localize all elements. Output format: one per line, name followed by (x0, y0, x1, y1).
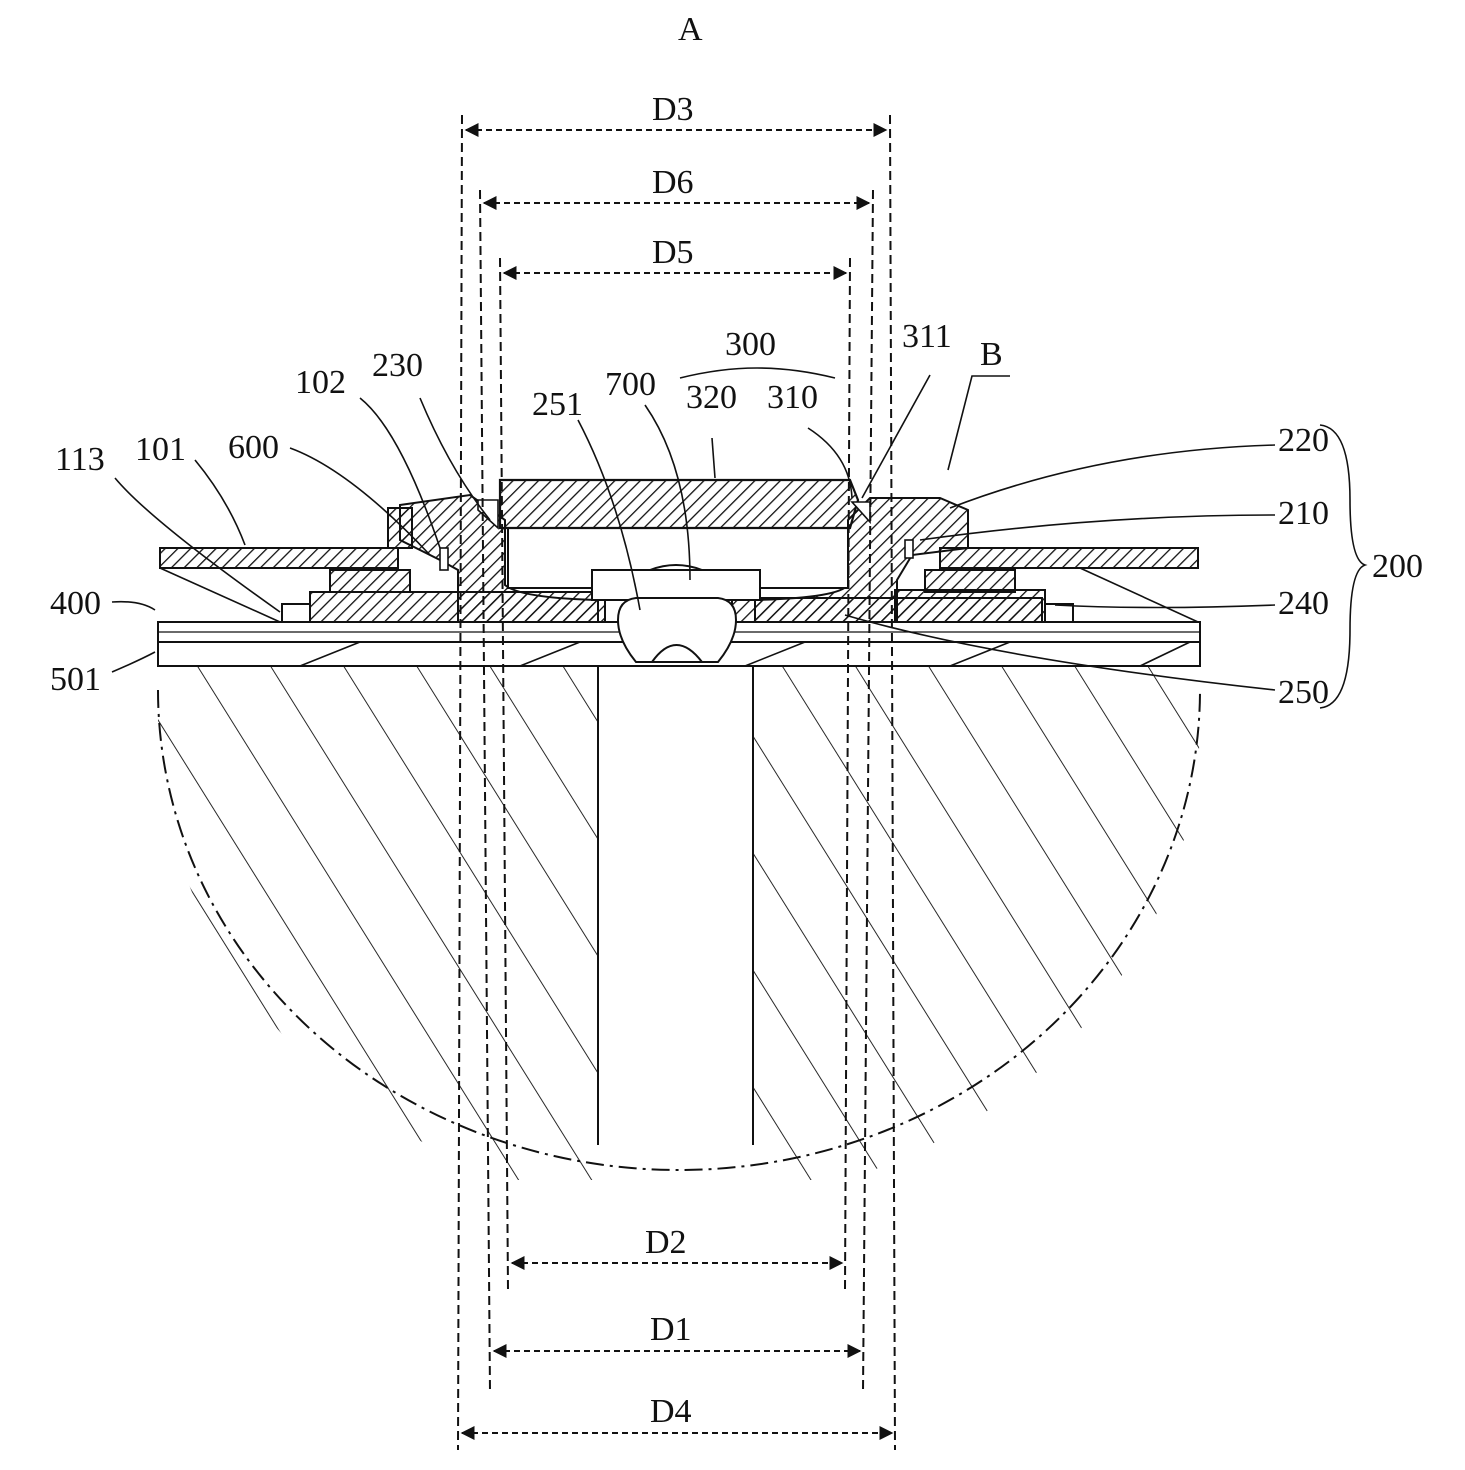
callout-101: 101 (135, 431, 186, 468)
callout-240: 240 (1278, 585, 1329, 622)
view-label-a: A (678, 11, 703, 48)
dim-label-d6: D6 (652, 164, 694, 201)
callout-320: 320 (686, 379, 737, 416)
dim-label-d4: D4 (650, 1393, 692, 1430)
callout-251: 251 (532, 386, 583, 423)
callout-400: 400 (50, 585, 101, 622)
callout-310: 310 (767, 379, 818, 416)
callout-300: 300 (725, 326, 776, 363)
callout-200: 200 (1372, 548, 1423, 585)
callout-113: 113 (55, 441, 105, 478)
callout-311: 311 (902, 318, 952, 355)
dim-label-d5: D5 (652, 234, 694, 271)
callout-250: 250 (1278, 674, 1329, 711)
detail-label-b: B (980, 336, 1003, 373)
callout-102: 102 (295, 364, 346, 401)
callout-220: 220 (1278, 422, 1329, 459)
callout-501: 501 (50, 661, 101, 698)
base-body (150, 660, 1210, 1180)
callout-700: 700 (605, 366, 656, 403)
cover-320 (478, 480, 870, 528)
dim-label-d1: D1 (650, 1311, 692, 1348)
callout-230: 230 (372, 347, 423, 384)
dim-label-d2: D2 (645, 1224, 687, 1261)
callout-210: 210 (1278, 495, 1329, 532)
callout-600: 600 (228, 429, 279, 466)
dim-label-d3: D3 (652, 91, 694, 128)
